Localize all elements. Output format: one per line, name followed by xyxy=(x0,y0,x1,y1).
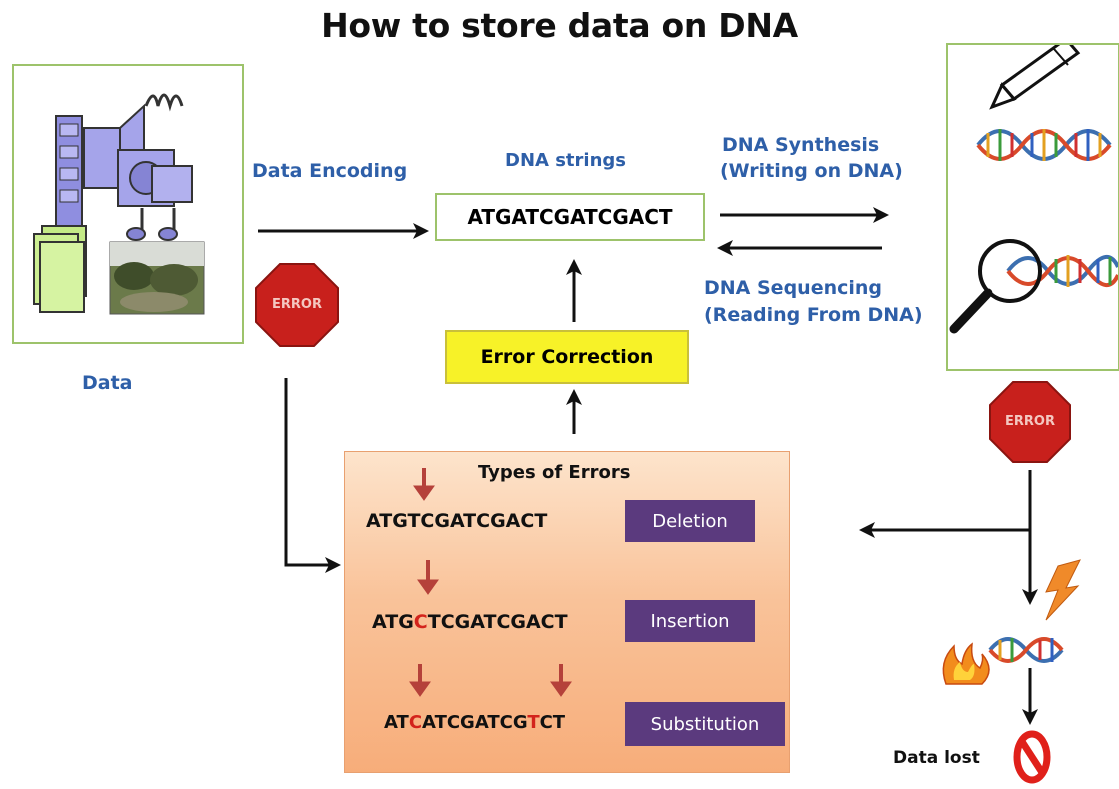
writing-on-dna-label: (Writing on DNA) xyxy=(720,160,903,182)
substitution-sequence: ATCATCGATCGTCT xyxy=(384,712,566,733)
data-encoding-label: Data Encoding xyxy=(252,160,408,182)
insertion-tag: Insertion xyxy=(625,600,755,642)
magnifier-dna-icon xyxy=(949,239,1119,334)
dna-storage-panel xyxy=(946,36,1119,371)
fire-icon xyxy=(942,642,990,685)
reading-from-dna-label: (Reading From DNA) xyxy=(704,304,923,326)
pencil-icon xyxy=(989,36,1081,110)
deletion-tag: Deletion xyxy=(625,500,755,542)
data-media-icon xyxy=(33,93,205,315)
dna-helix-icon xyxy=(976,129,1112,161)
deletion-sequence: ATGTCGATCGACT xyxy=(366,510,548,532)
error-sign-text: ERROR xyxy=(1005,414,1055,429)
data-lost-label: Data lost xyxy=(893,748,980,768)
data-panel xyxy=(12,64,244,344)
data-label: Data xyxy=(82,372,133,394)
error-stop-sign-right: ERROR xyxy=(988,380,1072,464)
dna-string-box: ATGATCGATCGACT xyxy=(435,193,705,241)
substitution-tag: Substitution xyxy=(625,702,785,746)
lightning-icon xyxy=(1045,559,1081,621)
dna-sequencing-label: DNA Sequencing xyxy=(704,277,883,299)
error-stop-sign-left: ERROR xyxy=(254,262,340,348)
dna-synthesis-label: DNA Synthesis xyxy=(722,134,880,156)
types-of-errors-heading: Types of Errors xyxy=(478,462,631,483)
insertion-sequence: ATGCTCGATCGACT xyxy=(372,611,568,633)
left-error-arrow xyxy=(284,378,341,573)
page-title: How to store data on DNA xyxy=(321,6,798,45)
error-sign-text: ERROR xyxy=(272,297,322,312)
dna-strings-label: DNA strings xyxy=(505,150,626,171)
damaged-dna-icon xyxy=(988,637,1064,663)
error-correction-box: Error Correction xyxy=(445,330,689,384)
prohibited-icon xyxy=(1013,730,1051,784)
